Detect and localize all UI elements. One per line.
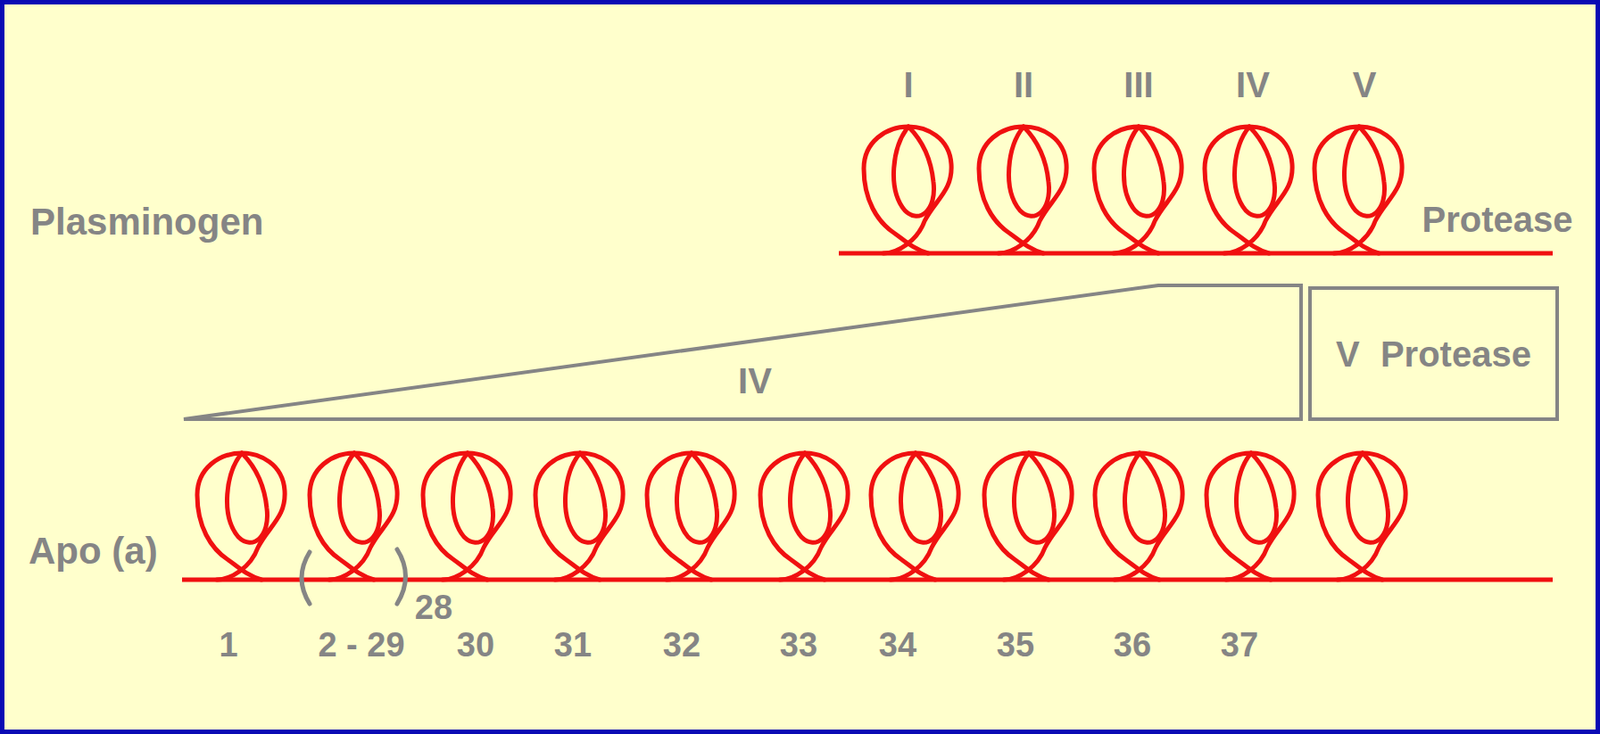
kringle-label: 34 (878, 628, 917, 663)
kringle (1094, 453, 1183, 581)
kringle-label: V (1352, 66, 1377, 103)
kringle (760, 453, 848, 581)
kringle-label: Protease (1422, 201, 1574, 238)
kringle (422, 453, 511, 581)
bracket (397, 549, 407, 605)
kringle-label: 1 (218, 628, 238, 663)
kringle-label: I (903, 66, 913, 103)
kringle (984, 453, 1072, 581)
kringle-label: 32 (663, 628, 701, 663)
kringle-label: 37 (1220, 628, 1259, 663)
repeat-count: 28 (414, 590, 453, 625)
kringle (1204, 126, 1293, 254)
protein-name: Plasminogen (30, 203, 264, 241)
kringle-label: 30 (456, 628, 495, 663)
kringle (1314, 126, 1402, 254)
homology-region: IV (182, 283, 1303, 423)
protein-name: Apo (a) (28, 532, 158, 571)
kringle-label: III (1123, 66, 1153, 103)
kringle (1206, 453, 1294, 581)
kringle-label: 31 (554, 628, 592, 663)
kringle (535, 453, 623, 581)
region-label: IV (737, 363, 772, 399)
region-label: V Protease (1335, 336, 1532, 373)
kringle (197, 453, 285, 581)
kringle (863, 126, 952, 254)
kringle (646, 453, 735, 581)
chain-line (838, 251, 1553, 257)
kringle (978, 126, 1067, 254)
bracket (301, 552, 310, 605)
kringle-label: 36 (1113, 628, 1152, 663)
region-outline-shape (183, 285, 1302, 420)
homology-box: V Protease (1308, 286, 1559, 422)
kringle (1318, 453, 1406, 581)
kringle-label: 2 - 29 (317, 628, 405, 663)
kringle (309, 453, 398, 581)
region-outline (182, 283, 1303, 423)
kringle-label: 33 (779, 628, 818, 663)
kringle (870, 453, 959, 581)
kringle-label: II (1013, 66, 1034, 103)
kringle (1094, 126, 1182, 254)
kringle-label: IV (1235, 66, 1270, 103)
kringle-label: 35 (996, 628, 1035, 663)
